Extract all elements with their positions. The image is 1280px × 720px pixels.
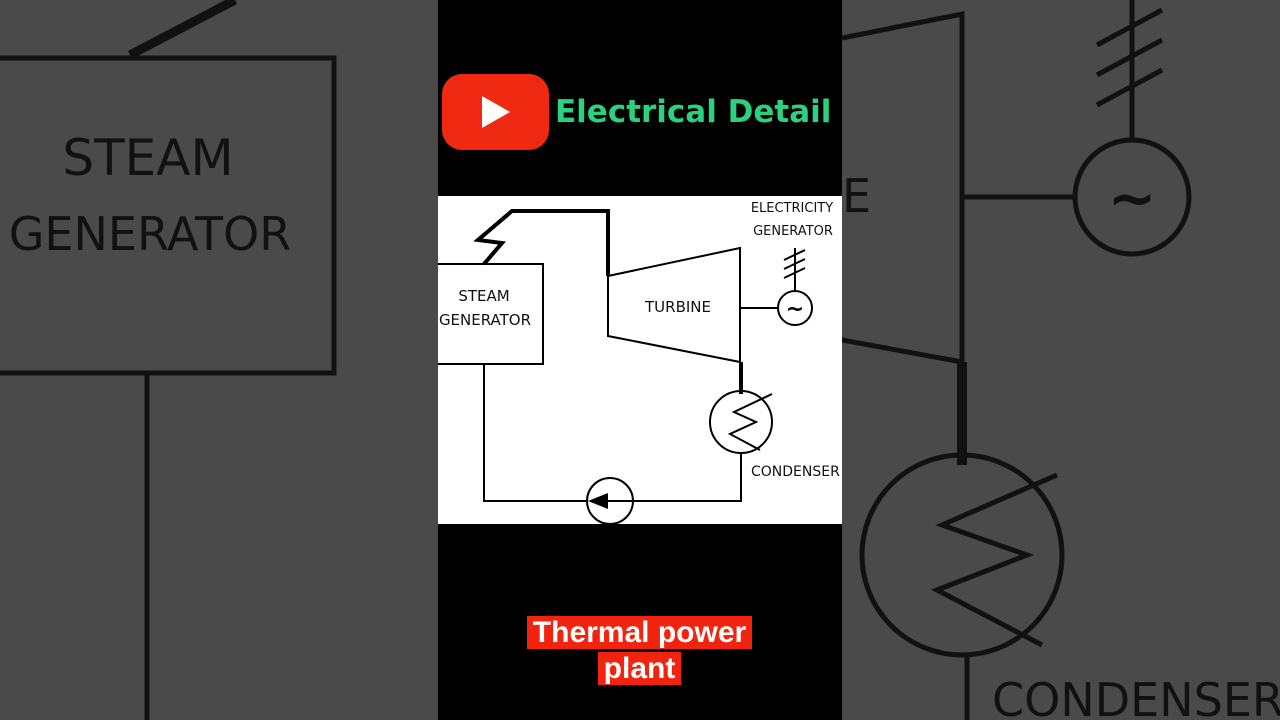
condenser-label: CONDENSER — [751, 464, 840, 480]
steam-generator-box — [438, 263, 544, 365]
electricity-generator-label-1: ELECTRICITY — [751, 201, 833, 216]
bg-turbine-fragment: E — [842, 169, 871, 223]
channel-name[interactable]: Electrical Detail — [555, 94, 832, 130]
return-pipe — [634, 453, 742, 502]
generator-tilde: ~ — [786, 297, 804, 322]
bg-generator-symbol: ~ — [1108, 164, 1157, 232]
caption-line-1: Thermal power — [526, 616, 753, 649]
pump-arrow — [588, 493, 608, 509]
thermal-plant-diagram: STEAM GENERATOR TURBINE ~ ELECTRICITY GE… — [438, 196, 842, 524]
video-frame[interactable]: Electrical Detail STEAM GENERATOR TURBIN… — [438, 0, 842, 720]
bg-steam-label: STEAM — [62, 129, 233, 187]
condenser-symbol — [709, 390, 773, 454]
caption-line-2: plant — [597, 652, 682, 685]
turbine-label: TURBINE — [644, 298, 711, 316]
steam-generator-label-1: STEAM — [458, 287, 509, 305]
pump-symbol — [586, 477, 634, 524]
bg-generator-label: GENERATOR — [9, 207, 291, 261]
steam-pipe — [473, 209, 610, 276]
background-right-zoom: E ~ CONDENSER — [842, 0, 1280, 720]
play-icon — [481, 96, 510, 128]
youtube-logo[interactable] — [442, 74, 549, 150]
video-caption: Thermal power plant — [520, 615, 759, 687]
background-left-zoom: STEAM GENERATOR — [0, 0, 438, 720]
steam-generator-label-2: GENERATOR — [439, 311, 531, 329]
electricity-generator-label-2: GENERATOR — [753, 224, 833, 239]
bg-condenser-label: CONDENSER — [992, 673, 1280, 720]
channel-header[interactable]: Electrical Detail — [442, 74, 831, 150]
